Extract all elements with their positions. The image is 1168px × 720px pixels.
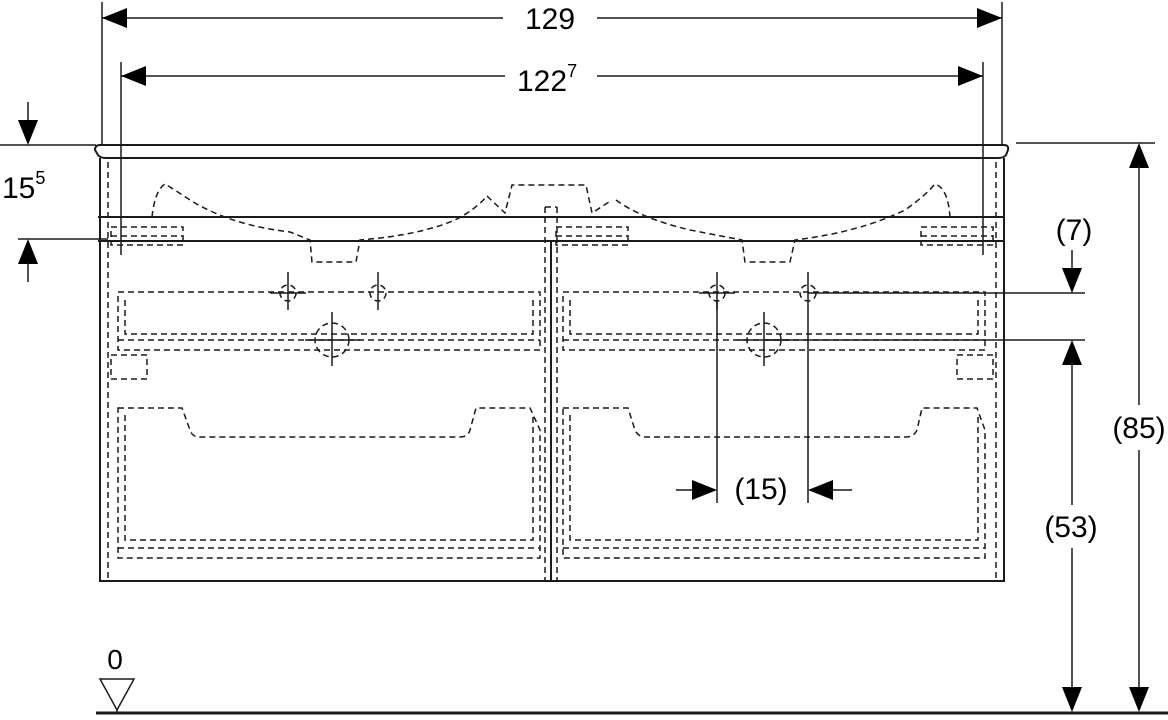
left-drain-hole bbox=[305, 312, 360, 366]
overall-width-label: 129 bbox=[525, 3, 575, 36]
left-tap-hole-b bbox=[369, 272, 387, 310]
tap-offset-dimension: (7) bbox=[764, 214, 1092, 365]
tap-offset-label: (7) bbox=[1056, 214, 1093, 247]
drain-height-label: (53) bbox=[1044, 511, 1097, 544]
tap-holes bbox=[270, 272, 817, 366]
left-tap-hole-a bbox=[270, 272, 306, 310]
tap-spacing-dimension: (15) bbox=[676, 272, 852, 506]
overall-width-dimension: 129 bbox=[101, 2, 1003, 145]
inner-width-label: 1227 bbox=[517, 61, 577, 98]
top-thickness-label: 155 bbox=[2, 168, 45, 205]
floor-level: 0 bbox=[96, 644, 1168, 715]
total-height-label: (85) bbox=[1112, 412, 1165, 445]
lower-drawer-hidden bbox=[117, 407, 986, 559]
floor-level-label: 0 bbox=[107, 644, 123, 675]
inner-width-dimension: 1227 bbox=[120, 61, 984, 255]
countertop bbox=[93, 144, 1010, 582]
right-drain-hole bbox=[737, 312, 790, 366]
total-height-dimension: (85) bbox=[1016, 142, 1166, 712]
drain-height-dimension: (53) bbox=[1044, 362, 1098, 712]
top-thickness-dimension: 155 bbox=[0, 102, 108, 282]
tap-spacing-label: (15) bbox=[734, 473, 787, 506]
basin-hidden-lines bbox=[107, 162, 997, 580]
